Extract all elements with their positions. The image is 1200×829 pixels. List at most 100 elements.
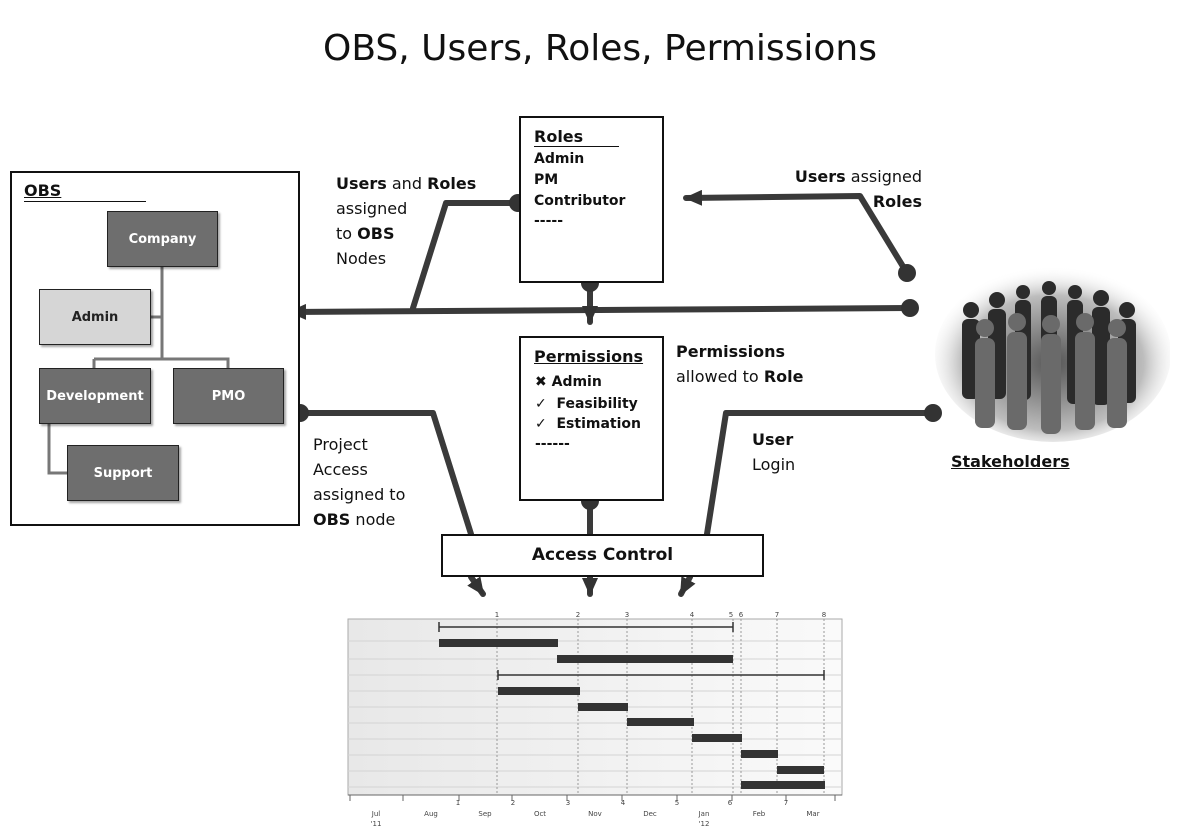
check-icon: ✓ (535, 416, 547, 432)
gantt-bottom-marker: 6 (728, 799, 733, 807)
gantt-bar (741, 750, 778, 758)
obs-tree-lines (47, 267, 230, 475)
gantt-bar (777, 766, 824, 774)
access-control-label: Access Control (531, 545, 674, 565)
permission-label: Feasibility (556, 396, 638, 412)
roles-to-obs-line (410, 200, 521, 311)
permission-row: ✓ Estimation (535, 416, 641, 432)
label-roles: Roles (427, 174, 477, 193)
gantt-year-label: '11 (371, 820, 382, 828)
label-to: to (336, 224, 353, 243)
obs-node-pmo[interactable]: PMO (173, 368, 284, 424)
stakeholders-label: Stakeholders (951, 452, 1070, 471)
permission-label: Estimation (556, 416, 641, 432)
label-role: Role (763, 367, 804, 386)
project-access-line (297, 410, 474, 537)
permissions-allowed-label: Permissions allowed to Role (676, 339, 803, 389)
users-assigned-roles-label: Users assigned Roles (770, 164, 922, 214)
gantt-top-marker: 3 (625, 611, 629, 619)
label-allowed-to: allowed to (676, 367, 759, 386)
label-obs: OBS (313, 510, 351, 529)
gantt-top-marker: 8 (822, 611, 826, 619)
obs-node-support[interactable]: Support (67, 445, 179, 501)
user-login-label: User Login (752, 427, 795, 477)
gantt-chart: 1 2 3 4 5 6 7 8 (347, 611, 843, 828)
gantt-bar (557, 655, 733, 663)
user-login-line (704, 410, 936, 537)
role-item: Admin (534, 151, 585, 167)
gantt-year-label: '12 (699, 820, 710, 828)
obs-node-company[interactable]: Company (107, 211, 218, 267)
check-icon: ✓ (535, 396, 547, 412)
roles-header: Roles (534, 127, 584, 146)
gantt-top-marker: 1 (495, 611, 499, 619)
gantt-top-marker: 5 (729, 611, 733, 619)
permission-row: ------ (535, 436, 570, 452)
label-permissions: Permissions (676, 342, 786, 361)
gantt-bar (692, 734, 742, 742)
gantt-bottom-marker: 2 (511, 799, 515, 807)
users-roles-obs-label: Users and Roles assigned to OBS Nodes (336, 171, 476, 271)
stakeholders-group-image (935, 266, 1170, 442)
label-assigned: assigned (850, 167, 922, 186)
obs-header: OBS (24, 181, 62, 200)
gantt-bar (439, 639, 558, 647)
gantt-bar (578, 703, 628, 711)
gantt-top-marker: 2 (576, 611, 580, 619)
gantt-top-marker: 7 (775, 611, 779, 619)
gantt-month-label: Mar (806, 810, 819, 818)
label-obs: OBS (357, 224, 395, 243)
label-login: Login (752, 455, 796, 474)
label-nodes: Nodes (336, 249, 387, 268)
gantt-bottom-marker: 7 (784, 799, 788, 807)
gantt-bottom-marker: 3 (566, 799, 570, 807)
permissions-panel: Permissions ✖ Admin ✓ Feasibility ✓ Esti… (519, 336, 664, 501)
gantt-bar (741, 781, 825, 789)
node-dot-stakeholders (901, 299, 919, 317)
obs-node-development[interactable]: Development (39, 368, 151, 424)
access-to-gantt-right (678, 574, 696, 597)
access-control-box: Access Control (441, 534, 764, 577)
gantt-month-label: Oct (534, 810, 546, 818)
role-item: Contributor (534, 193, 626, 209)
label-project: Project (313, 435, 368, 454)
role-item: PM (534, 172, 559, 188)
gantt-month-label: Feb (753, 810, 766, 818)
label-users: Users (794, 167, 846, 186)
gantt-month-label: Sep (478, 810, 492, 818)
gantt-bottom-marker: 1 (456, 799, 460, 807)
label-assigned-to: assigned to (313, 485, 406, 504)
users-assigned-roles-line (683, 189, 910, 276)
label-assigned: assigned (336, 199, 408, 218)
gantt-month-label: Jan (698, 810, 710, 818)
access-to-gantt-left (467, 574, 486, 597)
label-and: and (391, 174, 422, 193)
roles-panel: Roles Admin PM Contributor ----- (519, 116, 664, 283)
label-node: node (355, 510, 396, 529)
obs-panel: OBS Company Admin Development PMO Suppor… (10, 171, 300, 526)
role-item: ----- (534, 213, 564, 229)
gantt-top-marker: 6 (739, 611, 744, 619)
obs-node-admin[interactable]: Admin (39, 289, 151, 345)
label-access: Access (313, 460, 368, 479)
roles-header-underline (534, 146, 619, 147)
gantt-month-label: Nov (588, 810, 602, 818)
gantt-month-label: Dec (643, 810, 657, 818)
deny-icon: ✖ (535, 374, 547, 390)
label-user: User (752, 430, 794, 449)
stakeholders-to-obs-line (287, 303, 913, 320)
node-dot-users-roles (898, 264, 916, 282)
gantt-bar (498, 687, 580, 695)
gantt-month-label: Aug (424, 810, 438, 818)
permission-label: Admin (551, 374, 602, 390)
gantt-bottom-marker: 5 (675, 799, 679, 807)
label-roles: Roles (872, 192, 922, 211)
project-access-label: Project Access assigned to OBS node (313, 432, 405, 532)
permissions-header: Permissions (534, 347, 644, 366)
gantt-month-label: Jul (371, 810, 381, 818)
obs-header-underline (24, 201, 146, 202)
gantt-bottom-marker: 4 (621, 799, 626, 807)
label-users: Users (336, 174, 387, 193)
node-dot-user-login (924, 404, 942, 422)
gantt-top-marker: 4 (690, 611, 695, 619)
